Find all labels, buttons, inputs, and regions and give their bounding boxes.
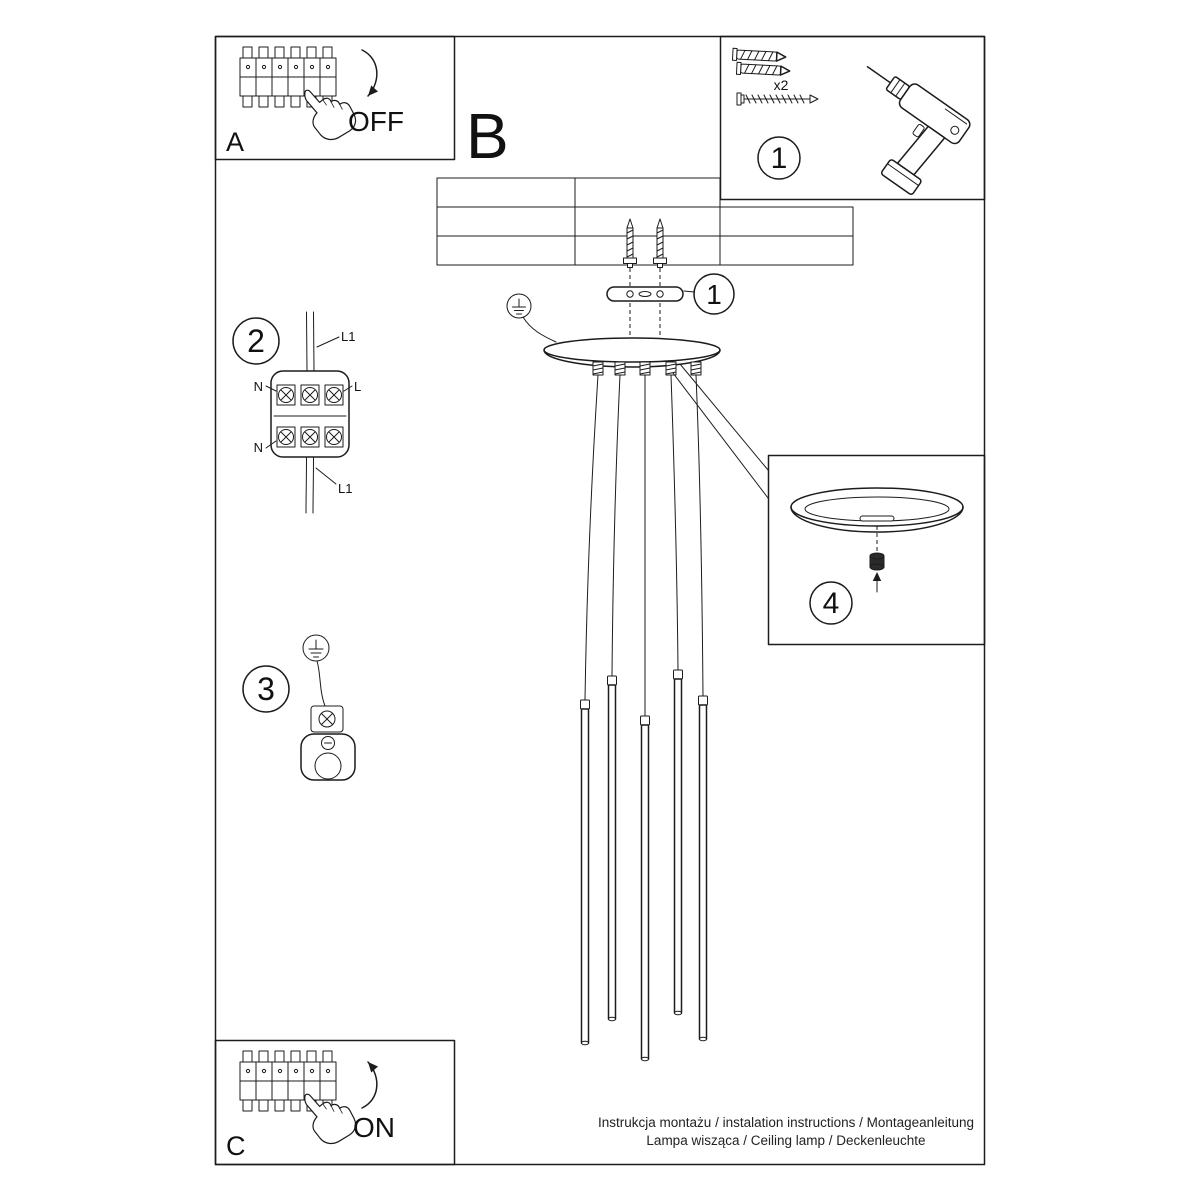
terminal-block [270,370,350,458]
ceiling-planks [436,177,854,266]
footer-line-2: Lampa wisząca / Ceiling lamp / Deckenleu… [646,1133,925,1148]
cable-gland-icon [592,361,604,376]
panel-step2: 2 L1 [232,311,361,514]
footer: Instrukcja montażu / instalation instruc… [598,1115,974,1148]
cable-clamp [310,705,344,733]
supply-cable-bottom [305,456,314,514]
breaker-panel-icon [239,46,337,108]
mounting-bracket [606,286,684,302]
wire-leader [265,385,277,392]
ceiling-canopy [543,337,721,368]
step-1-badge: 1 [757,136,801,180]
on-arrow-icon [361,1061,378,1109]
anchor-quantity-label: x2 [774,77,789,93]
pendant-tube [580,699,590,1046]
cable-gland-icon [690,361,702,376]
wire-leader [315,467,337,485]
wire-label-l1-bottom: L1 [338,481,352,496]
panel-c: ON C [214,1039,456,1166]
wire-label-l-upper: L [354,379,361,394]
panel-step4-box [767,454,986,646]
canopy-detail [790,487,964,533]
section-b-label: B [466,100,509,172]
wall-anchor-icon [735,61,791,78]
insert-arrow-icon [872,572,882,593]
panel-a-label: A [226,127,244,157]
wire-label-l1-top: L1 [341,329,355,344]
panel-a-box [214,35,456,161]
pendant-tube [607,675,617,1022]
wire-label-n-lower: N [254,440,263,455]
strain-relief-part [300,733,356,781]
bracket-callout-badge: 1 [683,273,735,315]
panel-a: OFF A [214,35,456,161]
cable-gland-icon [614,361,626,376]
pendant-tube [673,669,683,1016]
panel-step1: x2 1 [719,35,986,201]
pendant-cable [584,374,599,701]
ground-symbol-icon [302,634,330,662]
footer-line-1: Instrukcja montażu / instalation instruc… [598,1115,974,1130]
step-3-number: 3 [257,671,275,707]
step-2-number: 2 [247,323,265,359]
pendant-tube [698,695,708,1042]
wall-anchor-icon [731,47,787,64]
screw-icon [736,92,819,106]
gland-detail-part [869,552,885,571]
off-arrow-icon [361,49,378,97]
step-4-badge: 4 [809,581,853,625]
outer-border [214,35,986,1166]
panel-step1-box [719,35,986,201]
panel-step3: 3 [242,634,356,781]
terminal-screw [276,426,296,448]
drill-icon [866,65,971,195]
on-label: ON [353,1112,395,1143]
step-2-badge: 2 [232,317,280,365]
ground-wire [522,316,557,343]
bracket-callout-number: 1 [706,279,722,310]
pendant-tube [640,715,650,1062]
mounting-screw-icon [653,218,667,268]
cable-gland-icon [639,361,651,376]
cable-gland-icon [665,361,677,376]
mounting-screw-icon [623,218,637,268]
pendant-cable [695,374,704,697]
panel-c-box [214,1039,456,1166]
pendant-cable [611,374,621,677]
step-3-badge: 3 [242,665,290,713]
panel-c-label: C [226,1131,246,1161]
off-label: OFF [348,106,404,137]
terminal-screw [300,384,320,406]
breaker-panel-icon [239,1050,337,1112]
ground-wire [316,660,326,707]
terminal-screw [276,384,296,406]
step-4-number: 4 [823,587,840,620]
terminal-screw [324,426,344,448]
terminal-screw [300,426,320,448]
terminal-screw [324,384,344,406]
wire-leader [265,440,277,449]
ceiling-assembly-diagram: 1 [436,177,854,1062]
ground-symbol-icon [506,293,532,319]
hand-icon [296,1079,361,1150]
pendant-cable [670,374,679,671]
supply-cable-top [306,311,315,372]
detail-leader-lines [672,363,769,499]
wire-leader [316,336,340,348]
wire-leader [343,385,353,392]
step-1-number: 1 [771,142,788,175]
panel-step4: 4 [767,454,986,646]
wire-label-n-upper: N [254,379,263,394]
